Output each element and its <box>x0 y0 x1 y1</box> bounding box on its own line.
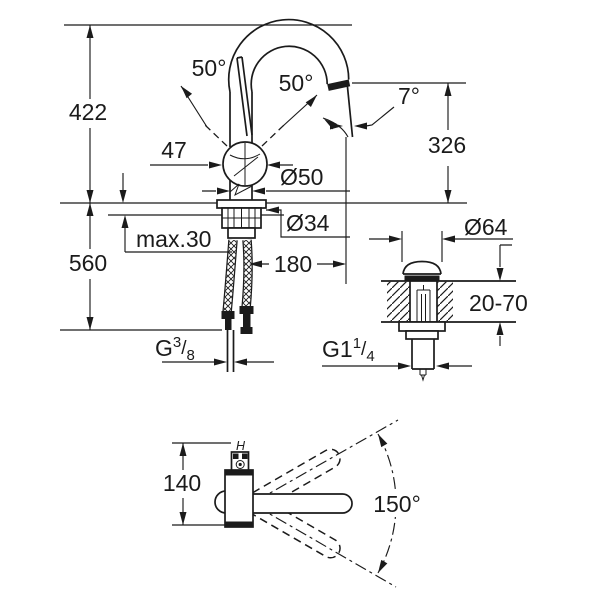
dim-waste-thread: G11/4 <box>322 335 472 370</box>
outlet-axis-line <box>346 81 354 138</box>
label-spout-projection: 180 <box>274 251 312 277</box>
dim-ball-width: 47 <box>150 137 293 169</box>
label-outlet-angle: 7° <box>398 83 420 109</box>
label-handle-mark: H <box>236 439 246 453</box>
waste-body <box>409 281 438 322</box>
dim-spout-height: 326 <box>423 83 471 203</box>
top-view-outline: H <box>172 419 399 588</box>
tube-break <box>229 183 253 197</box>
deck-hatch-left <box>387 281 410 322</box>
dim-deck-range: 20-70 <box>469 244 528 346</box>
mounting-nut-ribs <box>222 208 261 228</box>
dim-body-depth: 140 <box>158 443 206 525</box>
waste-cap <box>402 260 442 275</box>
body-top-view <box>224 469 254 528</box>
label-spout-height: 326 <box>428 132 466 158</box>
faucet-outline <box>204 18 354 372</box>
waste-tip <box>419 369 427 382</box>
spout-inner-arc <box>250 45 329 93</box>
dim-hole-diameter: Ø34 <box>266 206 350 238</box>
front-reference-lines <box>60 24 467 331</box>
waste-locknut <box>398 321 446 332</box>
label-supply-thread: G3/8 <box>155 334 195 364</box>
body-tube <box>229 92 253 200</box>
dim-below-deck: 560 <box>63 203 113 330</box>
lever-position-left <box>204 124 228 147</box>
shank <box>227 227 256 239</box>
label-waste-thread: G11/4 <box>322 335 375 365</box>
waste-thread-g: G1 <box>322 336 353 362</box>
spout-outlet <box>327 79 351 91</box>
waste-step <box>405 330 439 340</box>
supply-thread-g: G <box>155 335 173 361</box>
waste-thread-slash: / <box>361 339 367 360</box>
label-deck-thickness: max.30 <box>136 226 211 252</box>
dim-supply-thread: G3/8 <box>155 334 274 366</box>
label-below-deck: 560 <box>69 250 107 276</box>
label-body-diameter: Ø50 <box>280 164 323 190</box>
swivel-extreme-lines <box>255 419 399 588</box>
dim-swivel-range: 150° <box>365 433 429 574</box>
supply-thread-den: 8 <box>187 347 195 364</box>
label-lever-angle-left: 50° <box>192 55 227 81</box>
supply-hoses <box>221 239 254 372</box>
waste-body-detail <box>416 285 431 322</box>
angle-lever-left: 50° <box>180 55 227 128</box>
label-hole-diameter: Ø34 <box>286 210 330 236</box>
label-total-height: 422 <box>69 99 107 125</box>
waste-cap-ring <box>404 275 440 281</box>
angle-lever-right: 50° <box>279 70 349 138</box>
waste-outline <box>381 231 516 382</box>
label-flange-diameter: Ø64 <box>464 214 508 240</box>
base-flange <box>216 199 267 209</box>
dim-flange-diameter: Ø64 <box>369 214 513 243</box>
top-view: H 140 150° <box>158 419 429 588</box>
dim-deck-thickness: max.30 <box>119 173 232 253</box>
supply-pipe <box>226 330 235 372</box>
dim-body-diameter: Ø50 <box>202 164 350 195</box>
label-lever-angle-right: 50° <box>279 70 314 96</box>
lever-stick <box>236 56 253 137</box>
waste-tailpipe <box>411 339 435 370</box>
lever-position-right <box>261 124 285 147</box>
dim-total-height: 422 <box>63 25 113 203</box>
label-body-depth: 140 <box>163 470 201 496</box>
deck-hatch-right <box>437 281 453 322</box>
label-swivel-range: 150° <box>373 491 421 517</box>
label-ball-width: 47 <box>161 137 187 163</box>
label-deck-range: 20-70 <box>469 290 528 316</box>
dim-spout-projection: 180 <box>249 251 346 277</box>
top-body-bulge <box>214 490 227 514</box>
waste-thread-num: 1 <box>353 335 361 352</box>
handle-top-view <box>230 451 250 471</box>
spout-outer-arc <box>227 18 350 93</box>
angle-outlet: 7° <box>330 83 420 130</box>
ball-detail <box>229 143 261 185</box>
front-view: 422 560 max.30 47 50° <box>60 18 471 372</box>
supply-thread-slash: / <box>181 338 187 359</box>
waste-detail: Ø64 20-70 G11/4 <box>322 214 528 382</box>
supply-thread-num: 3 <box>173 334 181 351</box>
waste-thread-den: 4 <box>366 348 374 365</box>
spout-top-view <box>253 493 353 514</box>
